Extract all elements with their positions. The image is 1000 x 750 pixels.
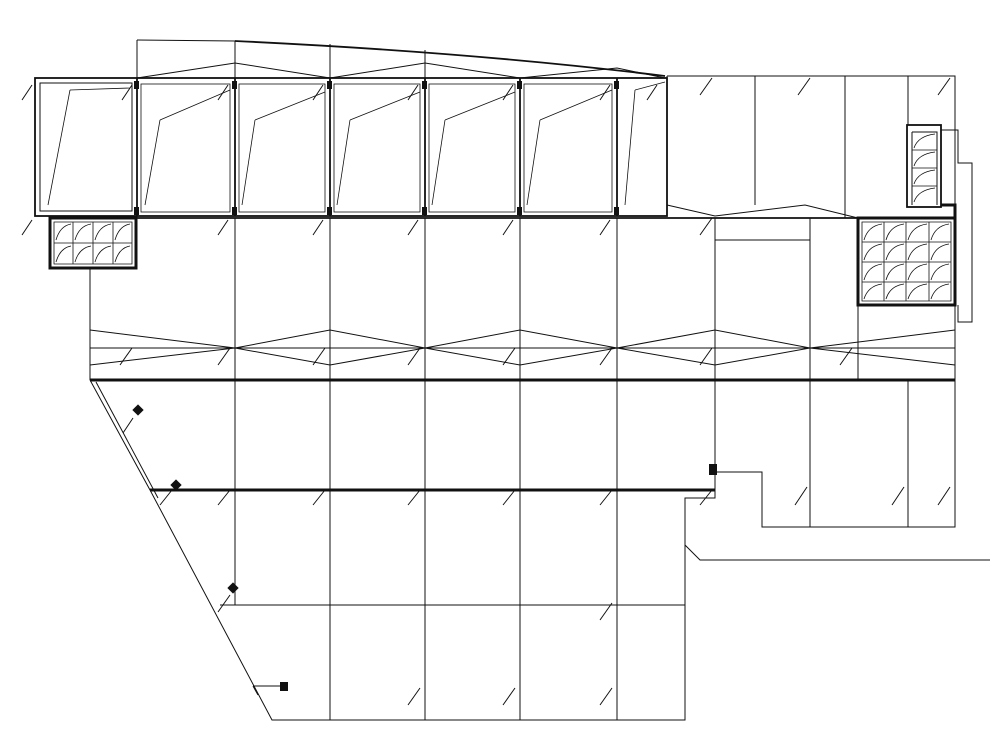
level-arrows xyxy=(21,77,951,706)
stair-east xyxy=(856,216,957,307)
roof-canopy xyxy=(136,39,666,79)
stair-west xyxy=(48,216,138,270)
main-hall xyxy=(89,217,956,381)
northeast-block xyxy=(666,75,973,323)
north-bay-strip xyxy=(34,77,668,217)
lower-section xyxy=(89,378,990,721)
